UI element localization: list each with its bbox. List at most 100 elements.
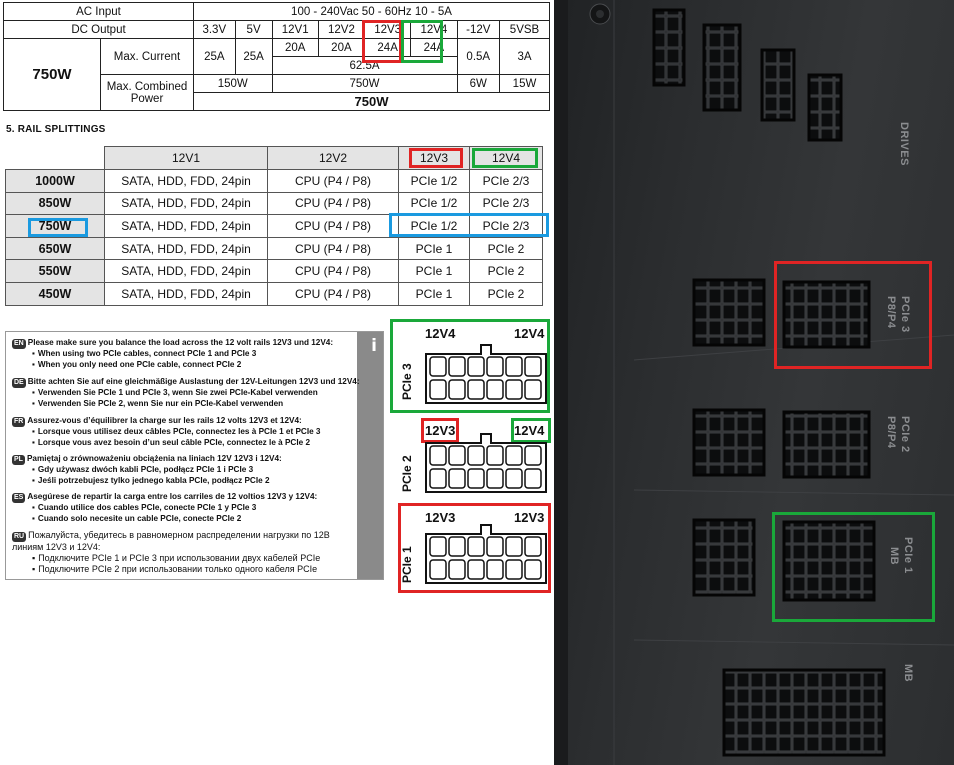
notice-sidebar xyxy=(357,332,383,579)
language-badge-es: ES xyxy=(12,493,26,503)
table-cell: CPU (P4 / P8) xyxy=(267,191,399,216)
rail-header: 5VSB xyxy=(499,20,550,39)
wattage-cell: 1000W xyxy=(5,169,105,193)
table-cell: PCIe 2 xyxy=(469,281,543,306)
table-cell: PCIe 2/3 xyxy=(469,191,543,216)
table-cell: PCIe 1/2 xyxy=(398,191,470,216)
power-cell: 6W xyxy=(456,74,501,93)
info-icon: i xyxy=(371,336,377,356)
table-cell: PCIe 2 xyxy=(469,236,543,261)
label-pcie2-sub: P8/P4 xyxy=(885,416,897,449)
language-badge-ru: RU xyxy=(12,532,27,542)
current-cell: 20A xyxy=(271,38,319,57)
table-cell: CPU (P4 / P8) xyxy=(267,169,399,193)
pcie1-diagram-frame xyxy=(398,503,551,593)
rail-header: -12V xyxy=(456,20,501,39)
rail-splitting-table: 12V1 12V2 12V3 12V4 1000W SATA, HDD, FDD… xyxy=(5,146,543,306)
power-spec-table: AC Input 100 - 240Vac 50 - 60Hz 10 - 5A … xyxy=(3,2,550,111)
corner-cell xyxy=(5,146,105,170)
table-row: 1000W SATA, HDD, FDD, 24pin CPU (P4 / P8… xyxy=(5,169,543,193)
pcie3-label: PCIe 3 xyxy=(400,363,414,400)
rail-header: 5V xyxy=(234,20,273,39)
notice-title: Please make sure you balance the load ac… xyxy=(27,338,334,347)
rail-header: 12V2 xyxy=(317,20,366,39)
language-badge-pl: PL xyxy=(12,455,25,465)
ac-input-label: AC Input xyxy=(3,2,194,21)
rail-header: 3.3V xyxy=(193,20,236,39)
power-total: 750W xyxy=(193,92,550,111)
notice-item: When using two PCIe cables, connect PCIe… xyxy=(32,349,333,360)
table-cell: PCIe 1 xyxy=(398,259,470,283)
highlight-12v4-spec xyxy=(401,20,443,63)
pcie1-right-rail: 12V3 xyxy=(514,510,545,525)
column-header: 12V1 xyxy=(104,146,268,170)
current-cell: 25A xyxy=(193,38,236,75)
highlight-12v3-header xyxy=(409,148,463,168)
language-badge-en: EN xyxy=(12,339,26,349)
table-cell: PCIe 1/2 xyxy=(398,169,470,193)
table-cell: CPU (P4 / P8) xyxy=(267,259,399,283)
table-cell: PCIe 1 xyxy=(398,236,470,261)
rail-header: 12V1 xyxy=(271,20,319,39)
current-cell: 0.5A xyxy=(456,38,501,75)
model-wattage: 750W xyxy=(3,38,101,111)
pcie1-label: PCIe 1 xyxy=(400,546,414,583)
ac-input-value: 100 - 240Vac 50 - 60Hz 10 - 5A xyxy=(193,2,550,21)
notice-title: Пожалуйста, убедитесь в равномерном расп… xyxy=(12,530,330,552)
pcie3-diagram-frame xyxy=(390,319,550,413)
pcie1-connector-icon xyxy=(425,524,547,584)
wattage-cell: 850W xyxy=(5,191,105,216)
pcie3-left-rail: 12V4 xyxy=(425,326,456,341)
notice-item: Verwenden Sie PCIe 1 und PCIe 3, wenn Si… xyxy=(32,388,360,399)
table-cell: SATA, HDD, FDD, 24pin xyxy=(104,236,268,261)
table-cell: SATA, HDD, FDD, 24pin xyxy=(104,259,268,283)
table-row: 650W SATA, HDD, FDD, 24pin CPU (P4 / P8)… xyxy=(5,236,543,261)
table-cell: PCIe 2 xyxy=(469,259,543,283)
notice-item: Verwenden Sie PCIe 2, wenn Sie nur ein P… xyxy=(32,399,360,410)
table-cell: CPU (P4 / P8) xyxy=(267,214,399,238)
psu-modular-panel-photo: DRIVES PCIe 3 P8/P4 PCIe 2 P8/P4 PCIe 1 … xyxy=(554,0,954,765)
table-cell: CPU (P4 / P8) xyxy=(267,236,399,261)
notice-item: Подключите PCIe 2 при использовании толь… xyxy=(32,564,347,575)
pcie3-right-rail: 12V4 xyxy=(514,326,545,341)
notice-item: Gdy używasz dwóch kabli PCIe, podłącz PC… xyxy=(32,465,282,476)
pcie3-connector-icon xyxy=(425,344,547,404)
max-current-label: Max. Current xyxy=(100,38,194,75)
current-cell: 3A xyxy=(499,38,550,75)
notice-item: Cuando solo necesite un cable PCIe, cone… xyxy=(32,514,317,525)
table-cell: PCIe 2/3 xyxy=(469,214,543,238)
table-cell: SATA, HDD, FDD, 24pin xyxy=(104,281,268,306)
table-row: 850W SATA, HDD, FDD, 24pin CPU (P4 / P8)… xyxy=(5,191,543,216)
notice-item: Lorsque vous avez besoin d’un seul câble… xyxy=(32,438,320,449)
table-cell: PCIe 2/3 xyxy=(469,169,543,193)
table-row: 550W SATA, HDD, FDD, 24pin CPU (P4 / P8)… xyxy=(5,259,543,283)
table-row: 450W SATA, HDD, FDD, 24pin CPU (P4 / P8)… xyxy=(5,281,543,306)
wattage-cell: 450W xyxy=(5,281,105,306)
language-badge-de: DE xyxy=(12,378,26,388)
photo-pcie1-highlight xyxy=(772,512,935,622)
power-cell: 150W xyxy=(193,74,273,93)
pcie2-12v3-frame xyxy=(421,418,459,443)
highlight-12v3-spec xyxy=(362,20,402,63)
notice-title: Pamiętaj o zrównoważeniu obciążenia na l… xyxy=(26,454,282,463)
table-cell: CPU (P4 / P8) xyxy=(267,281,399,306)
dc-output-label: DC Output xyxy=(3,20,194,39)
notice-title: Bitte achten Sie auf eine gleichmäßige A… xyxy=(27,377,360,386)
current-cell: 20A xyxy=(317,38,366,57)
notice-item: Jeśli potrzebujesz tylko jednego kabla P… xyxy=(32,476,282,487)
wattage-cell: 550W xyxy=(5,259,105,283)
pcie2-label: PCIe 2 xyxy=(400,455,414,492)
current-cell: 25A xyxy=(234,38,273,75)
power-cell: 15W xyxy=(499,74,550,93)
pcie2-connector-icon xyxy=(425,433,547,493)
highlight-750w-pcie xyxy=(389,213,549,237)
photo-pcie3-highlight xyxy=(774,261,932,369)
power-cell: 750W xyxy=(271,74,458,93)
pcie2-right-rail: 12V4 xyxy=(514,423,545,438)
notice-title: Assurez-vous d’équilibrer la charge sur … xyxy=(27,416,302,425)
